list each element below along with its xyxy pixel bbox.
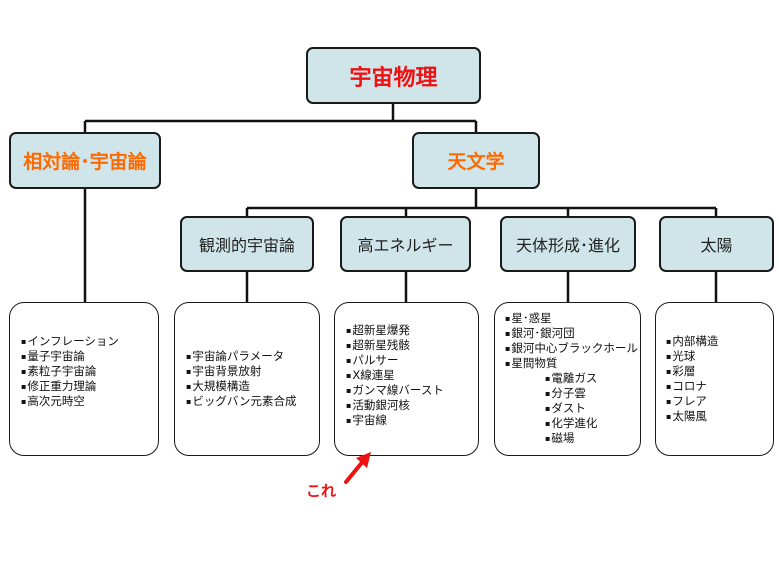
annotation-arrow-icon <box>344 452 371 484</box>
node-observational-cosmology: 観測的宇宙論 <box>180 216 314 272</box>
branch-astronomy: 天文学 <box>412 132 540 189</box>
leaf-item: 星･惑星 <box>505 311 640 326</box>
node-high-energy: 高エネルギー <box>340 216 471 272</box>
leaf-item: 内部構造 <box>666 334 773 349</box>
leaf-sun: 内部構造 光球 彩層 コロナ フレア 太陽風 <box>655 302 774 456</box>
leaf-item: インフレーション <box>21 334 158 349</box>
node-formation-evolution: 天体形成･進化 <box>500 216 636 272</box>
leaf-subitem: 化学進化 <box>505 416 640 431</box>
leaf-item: ガンマ線バースト <box>346 383 478 398</box>
leaf-item: 宇宙論パラメータ <box>186 349 319 364</box>
leaf-item: 宇宙線 <box>346 413 478 428</box>
leaf-item: 量子宇宙論 <box>21 349 158 364</box>
leaf-item: 修正重力理論 <box>21 379 158 394</box>
leaf-subitem: ダスト <box>505 401 640 416</box>
node-sun: 太陽 <box>659 216 774 272</box>
leaf-item: 高次元時空 <box>21 394 158 409</box>
leaf-item: パルサー <box>346 353 478 368</box>
leaf-item: 星間物質 <box>505 356 640 371</box>
branch-relativity: 相対論･宇宙論 <box>9 132 161 189</box>
leaf-relativity: インフレーション 量子宇宙論 素粒子宇宙論 修正重力理論 高次元時空 <box>9 302 159 456</box>
leaf-subitem: 磁場 <box>505 431 640 446</box>
leaf-item: ビッグバン元素合成 <box>186 394 319 409</box>
leaf-item: 活動銀河核 <box>346 398 478 413</box>
leaf-observational-cosmology: 宇宙論パラメータ 宇宙背景放射 大規模構造 ビッグバン元素合成 <box>174 302 320 456</box>
leaf-item: 太陽風 <box>666 409 773 424</box>
leaf-item: 銀河中心ブラックホール <box>505 341 640 356</box>
leaf-high-energy: 超新星爆発 超新星残骸 パルサー X線連星 ガンマ線バースト 活動銀河核 宇宙線 <box>334 302 479 456</box>
leaf-item: 素粒子宇宙論 <box>21 364 158 379</box>
root-node: 宇宙物理 <box>306 47 481 104</box>
leaf-item: フレア <box>666 394 773 409</box>
leaf-item: 宇宙背景放射 <box>186 364 319 379</box>
leaf-subitem: 分子雲 <box>505 386 640 401</box>
leaf-item: 銀河･銀河団 <box>505 326 640 341</box>
leaf-item: 光球 <box>666 349 773 364</box>
leaf-item: X線連星 <box>346 368 478 383</box>
leaf-subitem: 電離ガス <box>505 371 640 386</box>
leaf-item: 大規模構造 <box>186 379 319 394</box>
leaf-item: 超新星爆発 <box>346 323 478 338</box>
annotation-label: これ <box>306 482 337 500</box>
leaf-item: コロナ <box>666 379 773 394</box>
leaf-formation-evolution: 星･惑星 銀河･銀河団 銀河中心ブラックホール 星間物質 電離ガス 分子雲 ダス… <box>494 302 641 456</box>
leaf-item: 彩層 <box>666 364 773 379</box>
leaf-item: 超新星残骸 <box>346 338 478 353</box>
